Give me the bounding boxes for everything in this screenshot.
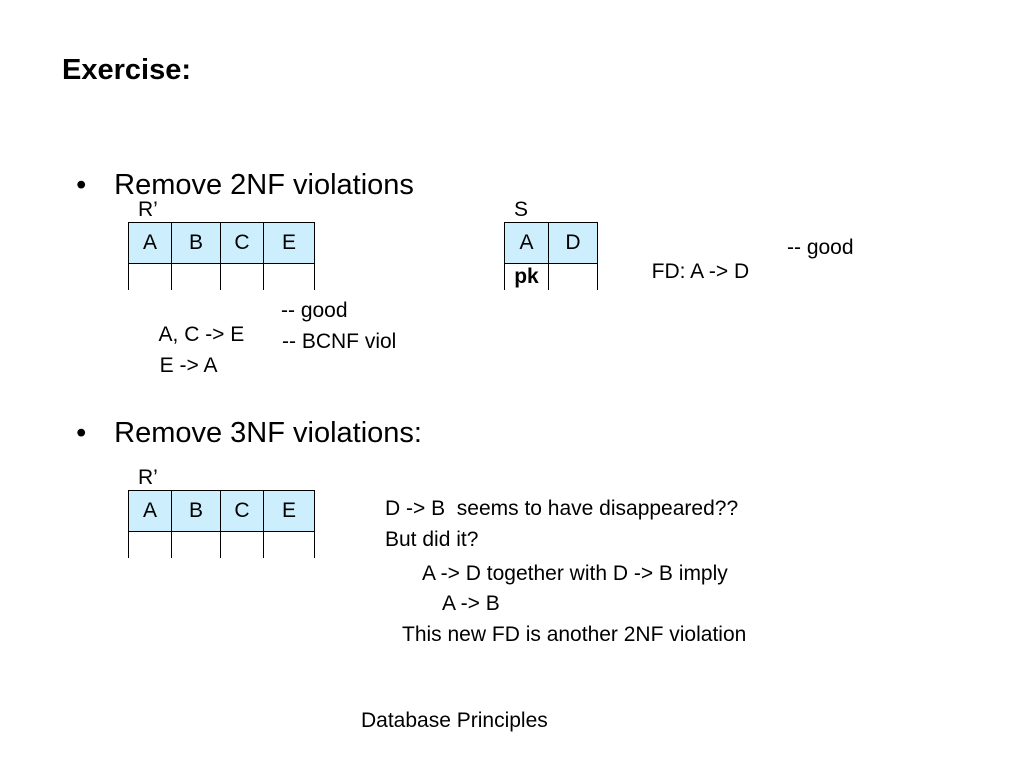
relation-r1-name: R’ (138, 198, 158, 221)
relation-r2-name: R’ (138, 466, 158, 489)
bullet-text: Remove 3NF violations: (114, 417, 422, 449)
relation-r1-column: E (263, 222, 315, 264)
fd-note: -- BCNF viol (282, 330, 397, 353)
relation-s-cell (548, 263, 598, 290)
relation-r2-cell (263, 531, 315, 558)
fd-note: -- good (281, 299, 348, 322)
relation-s-name: S (514, 198, 529, 221)
relation-r2-column: B (171, 490, 221, 532)
bullet-text: Remove 2NF violations (114, 169, 414, 201)
bullet-marker: • (76, 417, 87, 449)
relation-s-column: A (504, 222, 549, 264)
discussion-line: D -> B seems to have disappeared?? (385, 497, 739, 520)
relation-r1-cell (220, 263, 264, 290)
discussion-line: A -> D together with D -> B imply (422, 562, 728, 585)
relation-r1-table: A B C E (128, 222, 315, 290)
relation-s-table: A D pk (504, 222, 598, 290)
relation-r1-cell (128, 263, 172, 290)
bullet-remove-2nf: • Remove 2NF violations (60, 136, 414, 202)
slide-title: Exercise: (62, 54, 191, 86)
slide-footer: Database Principles (361, 709, 548, 732)
relation-r2-table: A B C E (128, 490, 315, 558)
fd-r1-first: A, C -> E -- good (148, 299, 348, 347)
relation-r2-column: A (128, 490, 172, 532)
fd-expression: A, C -> E (158, 323, 245, 346)
relation-r2-column: C (220, 490, 264, 532)
fd-expression: E -> A (159, 354, 218, 377)
relation-r1-cell (263, 263, 315, 290)
relation-r2-cell (220, 531, 264, 558)
relation-r1-column: A (128, 222, 172, 264)
discussion-line: A -> B (442, 592, 500, 615)
discussion-line: This new FD is another 2NF violation (402, 623, 747, 646)
fd-s: FD: A -> D -- good (640, 236, 854, 284)
discussion-line: But did it? (385, 528, 479, 551)
relation-r2-column: E (263, 490, 315, 532)
fd-expression: FD: A -> D (651, 260, 750, 283)
bullet-marker: • (76, 169, 87, 201)
fd-r1-second: E -> A -- BCNF viol (148, 330, 397, 378)
relation-r1-cell (171, 263, 221, 290)
relation-r1-column: C (220, 222, 264, 264)
fd-note: -- good (787, 236, 854, 259)
relation-r1-column: B (171, 222, 221, 264)
relation-s-column: D (548, 222, 598, 264)
bullet-remove-3nf: • Remove 3NF violations: (60, 384, 422, 450)
primary-key-label: pk (504, 263, 549, 290)
relation-r2-cell (128, 531, 172, 558)
relation-r2-cell (171, 531, 221, 558)
